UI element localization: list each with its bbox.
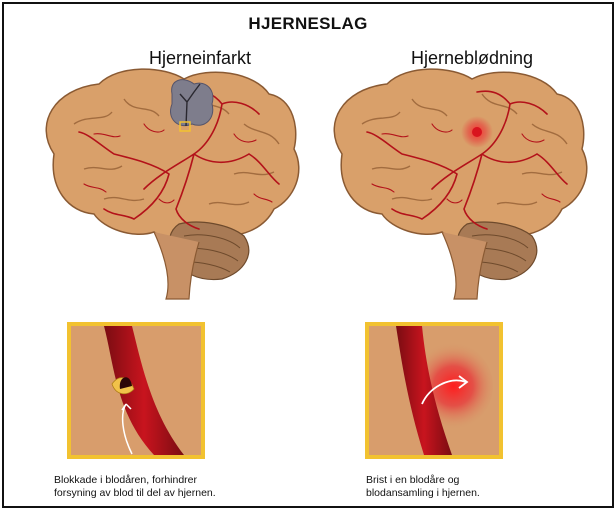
- stroke-illustration: [4, 4, 612, 506]
- caption-infarct-line2: forsyning av blod til del av hjernen.: [54, 487, 294, 500]
- brain-infarct: [46, 69, 299, 299]
- inset-bleed: [367, 324, 501, 457]
- caption-infarct-line1: Blokkade i blodåren, forhindrer: [54, 474, 294, 487]
- brain-hemorrhage: [334, 69, 587, 299]
- caption-hemorrhage: Brist i en blodåre og blodansamling i hj…: [366, 474, 566, 500]
- inset-blockage: [69, 324, 203, 457]
- caption-hemorrhage-line1: Brist i en blodåre og: [366, 474, 566, 487]
- blockage-area: [170, 80, 212, 126]
- caption-infarct: Blokkade i blodåren, forhindrer forsynin…: [54, 474, 294, 500]
- caption-hemorrhage-line2: blodansamling i hjernen.: [366, 487, 566, 500]
